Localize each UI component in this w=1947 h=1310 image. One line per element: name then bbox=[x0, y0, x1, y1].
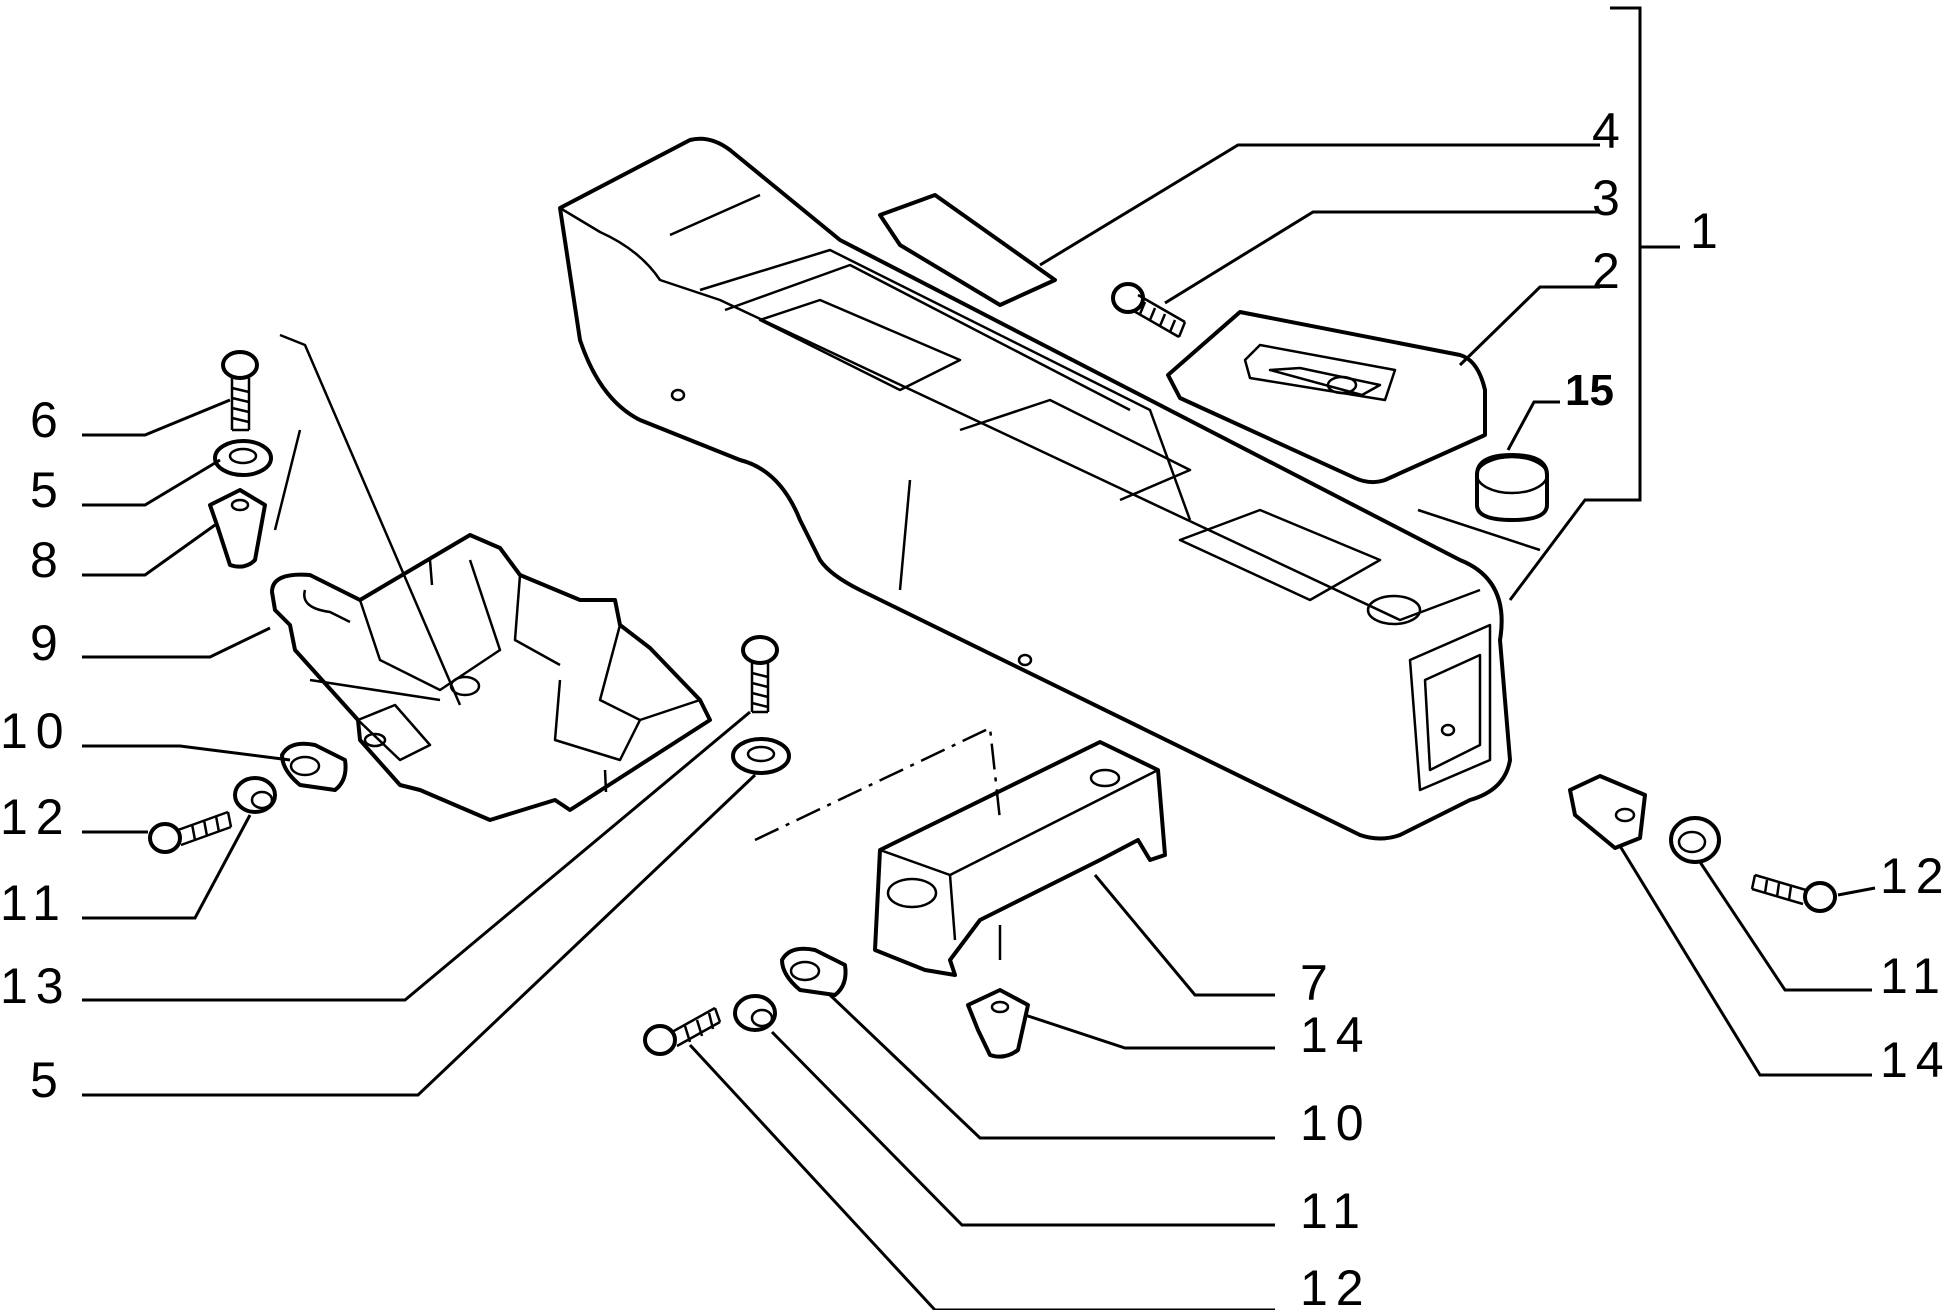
callout-12-middle: 12 bbox=[1300, 1260, 1372, 1310]
callout-12-right: 12 bbox=[1880, 848, 1947, 904]
console-mounting-bracket bbox=[270, 533, 712, 822]
center-console-body bbox=[558, 136, 1512, 841]
callout-11-left: 11 bbox=[0, 875, 68, 931]
console-pad-insert bbox=[878, 193, 1057, 307]
clip-nut-part-8 bbox=[208, 488, 267, 569]
callout-1: 1 bbox=[1690, 203, 1726, 259]
callout-9: 9 bbox=[30, 615, 66, 671]
washer-part-5-middle bbox=[731, 737, 791, 775]
callout-10-middle: 10 bbox=[1300, 1095, 1372, 1151]
callout-11-middle: 11 bbox=[1300, 1183, 1368, 1239]
callout-13: 13 bbox=[0, 958, 72, 1014]
grommet-part-10-left bbox=[280, 741, 348, 792]
bushing-part-11-right bbox=[1669, 816, 1721, 864]
callout-7: 7 bbox=[1300, 955, 1336, 1011]
callout-3: 3 bbox=[1592, 170, 1628, 226]
callout-5-left: 5 bbox=[30, 462, 66, 518]
callout-11-right: 11 bbox=[1880, 948, 1947, 1004]
callout-leader-lines bbox=[82, 6, 1876, 1310]
screw-part-6 bbox=[221, 350, 259, 432]
callout-15: 15 bbox=[1565, 366, 1614, 415]
callout-5-middle: 5 bbox=[30, 1052, 66, 1108]
callout-14-middle: 14 bbox=[1300, 1007, 1372, 1063]
callout-4: 4 bbox=[1592, 103, 1628, 159]
clip-nut-part-14-right bbox=[1568, 774, 1647, 850]
callout-10-left: 10 bbox=[0, 703, 72, 759]
screw-part-13 bbox=[741, 635, 779, 714]
screw-part-12-left bbox=[148, 810, 233, 854]
grommet-part-10-middle bbox=[780, 946, 848, 997]
bushing-part-11-left bbox=[233, 776, 277, 814]
washer-part-5-left bbox=[213, 439, 273, 477]
screw-part-12-right bbox=[1750, 873, 1837, 913]
callout-labels: 1 4 3 2 15 6 5 8 9 10 12 11 13 5 7 14 10… bbox=[0, 103, 1947, 1310]
screw-part-12-middle bbox=[643, 1006, 722, 1056]
plug-cap-part-15 bbox=[1475, 453, 1549, 522]
callout-12-left: 12 bbox=[0, 789, 72, 845]
callout-14-right: 14 bbox=[1880, 1032, 1947, 1088]
clip-nut-part-14-middle bbox=[966, 988, 1030, 1059]
screw-part-3 bbox=[1111, 282, 1187, 339]
callout-8: 8 bbox=[30, 532, 66, 588]
rear-support-bracket-part-7 bbox=[873, 740, 1167, 977]
bushing-part-11-middle bbox=[733, 994, 777, 1032]
assembly-alignment-lines bbox=[273, 333, 1541, 960]
callout-2: 2 bbox=[1592, 243, 1628, 299]
callout-6: 6 bbox=[30, 392, 66, 448]
